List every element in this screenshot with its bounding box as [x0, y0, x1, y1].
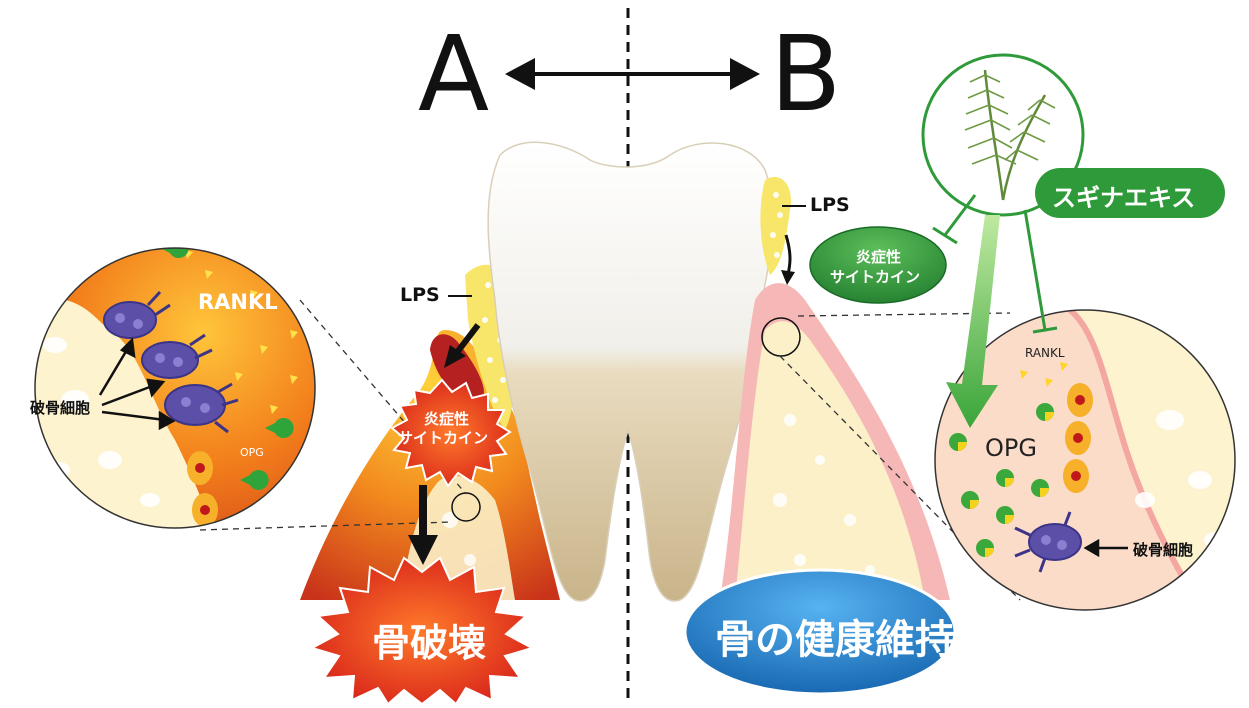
panel-letter-b: B — [770, 22, 841, 126]
bone-health-label: 骨の健康維持 — [715, 607, 955, 665]
zoom-circle-a — [30, 238, 315, 540]
opg-label-b: OPG — [985, 434, 1037, 462]
opg-label-a: OPG — [240, 446, 264, 459]
lps-label-b: LPS — [810, 194, 850, 216]
panel-letter-a: A — [418, 22, 489, 126]
cytokine-b-line1: 炎症性 — [856, 246, 901, 267]
extract-label: スギナエキス — [1052, 178, 1195, 213]
cytokine-a-line1: 炎症性 — [424, 408, 469, 429]
osteoclast-label-a: 破骨細胞 — [30, 397, 90, 418]
lps-label-a: LPS — [400, 284, 440, 306]
bone-destruction-label: 骨破壊 — [372, 612, 486, 667]
cytokine-b-line2: サイトカイン — [830, 266, 920, 287]
rankl-label-a: RANKL — [198, 290, 278, 314]
rankl-label-b: RANKL — [1025, 346, 1065, 360]
cytokine-a-line2: サイトカイン — [398, 427, 488, 448]
ab-double-arrow — [505, 58, 760, 90]
osteoclast-label-b: 破骨細胞 — [1133, 539, 1193, 560]
